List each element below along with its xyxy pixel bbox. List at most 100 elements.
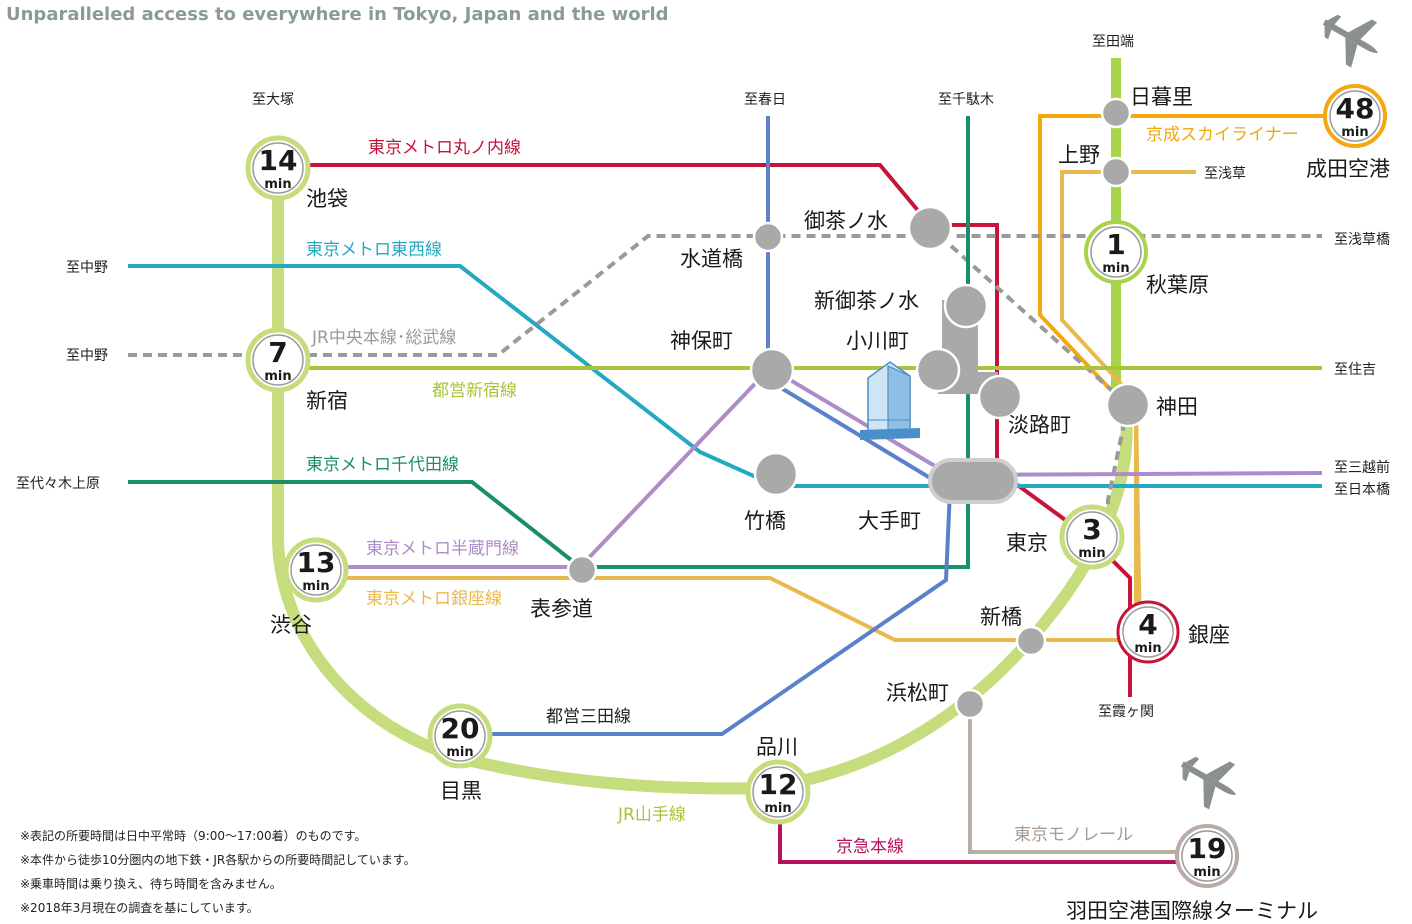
direction-otsuka: 至大塚	[252, 92, 294, 108]
line-ginza-2	[1134, 404, 1142, 641]
time-badge-ginza: 4 min	[1116, 600, 1180, 664]
station-marker-takebashi	[753, 451, 799, 497]
station-marker-ogawamachi	[915, 347, 961, 393]
station-label-meguro: 目黒	[440, 779, 482, 803]
direction-asakusabashi: 至浅草橋	[1334, 232, 1390, 248]
line-label-yamanote: JR山手線	[617, 805, 686, 825]
line-skyliner	[1038, 114, 1352, 407]
line-label-marunouchi: 東京メトロ丸ノ内線	[368, 138, 521, 158]
direction-kasuga: 至春日	[744, 92, 786, 108]
direction-mitsukoshimae: 至三越前	[1334, 459, 1390, 476]
station-label-omotesando: 表参道	[530, 597, 593, 621]
direction-sumiyoshi: 至住吉	[1334, 362, 1376, 378]
line-tozai	[128, 264, 1322, 488]
svg-text:min: min	[764, 801, 791, 816]
direction-asakusa: 至浅草	[1204, 166, 1246, 182]
svg-text:min: min	[1341, 125, 1368, 140]
svg-text:min: min	[1102, 261, 1129, 276]
svg-text:min: min	[264, 369, 291, 384]
page-title: Unparalleled access to everywhere in Tok…	[6, 4, 669, 25]
svg-text:19: 19	[1188, 832, 1227, 865]
svg-text:min: min	[1193, 865, 1220, 880]
svg-text:min: min	[1134, 641, 1161, 656]
line-label-hanzomon: 東京メトロ半蔵門線	[366, 539, 519, 559]
time-badge-shibuya: 13 min	[283, 537, 349, 603]
station-marker-kanda	[1105, 382, 1151, 428]
direction-yoyogiuehara: 至代々木上原	[16, 476, 100, 492]
station-label-shinagawa: 品川	[756, 735, 798, 759]
direction-sendagi: 至千駄木	[938, 92, 994, 108]
svg-text:min: min	[264, 177, 291, 192]
line-marunouchi	[278, 163, 1132, 697]
svg-text:14: 14	[259, 144, 298, 177]
station-label-tokyo: 東京	[1006, 531, 1048, 555]
line-chuo-sobu	[128, 234, 1322, 357]
station-marker-hamamatsucho	[954, 688, 986, 720]
svg-text:48: 48	[1336, 92, 1375, 125]
line-label-chiyoda: 東京メトロ千代田線	[306, 455, 459, 475]
station-marker-suidobashi	[752, 221, 784, 253]
line-label-ginza: 東京メトロ銀座線	[366, 589, 502, 609]
svg-text:4: 4	[1138, 608, 1157, 641]
station-marker-awajicho	[977, 374, 1023, 420]
station-label-shinjuku: 新宿	[306, 389, 348, 413]
line-label-shinjuku: 都営新宿線	[432, 381, 517, 401]
station-label-ginza: 銀座	[1188, 623, 1230, 647]
direction-tabata: 至田端	[1092, 34, 1134, 50]
time-badge-ikebukuro: 14 min	[245, 135, 311, 201]
svg-text:12: 12	[759, 768, 798, 801]
line-label-skyliner: 京成スカイライナー	[1146, 125, 1299, 145]
svg-text:1: 1	[1106, 228, 1125, 261]
svg-text:7: 7	[268, 336, 287, 369]
station-label-shin-ochanomizu: 新御茶ノ水	[814, 289, 919, 313]
svg-text:20: 20	[441, 712, 480, 745]
station-label-narita: 成田空港	[1306, 157, 1390, 181]
svg-text:min: min	[302, 579, 329, 594]
svg-text:13: 13	[297, 546, 336, 579]
line-chuo-sobu-2	[938, 234, 1131, 520]
line-mita	[462, 116, 953, 736]
direction-kasumigaseki: 至霞ヶ関	[1098, 704, 1154, 720]
station-label-ueno: 上野	[1058, 143, 1100, 167]
direction-nihombashi: 至日本橋	[1334, 482, 1390, 498]
station-marker-ochanomizu	[907, 205, 953, 251]
note-2: ※本件から徒歩10分圏内の地下鉄・JR各駅からの所要時間記しています。	[20, 852, 416, 867]
station-marker-nippori	[1100, 97, 1132, 129]
airplane-icon	[1322, 14, 1378, 68]
direction-nakano-chuo: 至中野	[66, 348, 108, 364]
station-label-kanda: 神田	[1156, 395, 1198, 419]
line-label-monorail: 東京モノレール	[1014, 825, 1133, 845]
line-label-keikyu: 京急本線	[836, 837, 904, 857]
station-marker-otemachi	[928, 458, 1018, 504]
station-label-ikebukuro: 池袋	[306, 187, 348, 211]
svg-text:3: 3	[1082, 513, 1101, 546]
svg-text:min: min	[1078, 546, 1105, 561]
station-label-haneda: 羽田空港国際線ターミナル	[1066, 899, 1318, 923]
station-label-jimbocho: 神保町	[670, 329, 733, 353]
time-badge-meguro: 20 min	[427, 703, 493, 769]
time-badge-akihabara: 1 min	[1084, 220, 1148, 284]
time-badge-haneda: 19 min	[1175, 824, 1239, 888]
airplane-icon-haneda	[1180, 756, 1236, 810]
line-keikyu	[778, 820, 1178, 864]
station-label-awajicho: 淡路町	[1008, 413, 1071, 437]
station-marker-jimbocho	[749, 347, 795, 393]
station-label-nippori: 日暮里	[1130, 85, 1193, 109]
station-label-otemachi: 大手町	[858, 509, 921, 533]
line-label-tozai: 東京メトロ東西線	[306, 240, 442, 260]
time-badge-tokyo: 3 min	[1059, 504, 1125, 570]
line-label-mita: 都営三田線	[546, 707, 631, 727]
station-label-ogawamachi: 小川町	[846, 329, 909, 353]
direction-nakano-tozai: 至中野	[66, 260, 108, 276]
time-badge-shinagawa: 12 min	[745, 759, 811, 825]
line-label-chuo-sobu: JR中央本線･総武線	[311, 328, 456, 348]
station-label-suidobashi: 水道橋	[680, 247, 743, 271]
svg-text:min: min	[446, 745, 473, 760]
station-marker-shin-ochanomizu	[943, 283, 989, 329]
building-icon	[860, 361, 920, 440]
station-label-akihabara: 秋葉原	[1146, 273, 1209, 297]
time-badge-shinjuku: 7 min	[245, 327, 311, 393]
station-label-takebashi: 竹橋	[744, 509, 786, 533]
station-label-hamamatsucho: 浜松町	[886, 681, 949, 705]
